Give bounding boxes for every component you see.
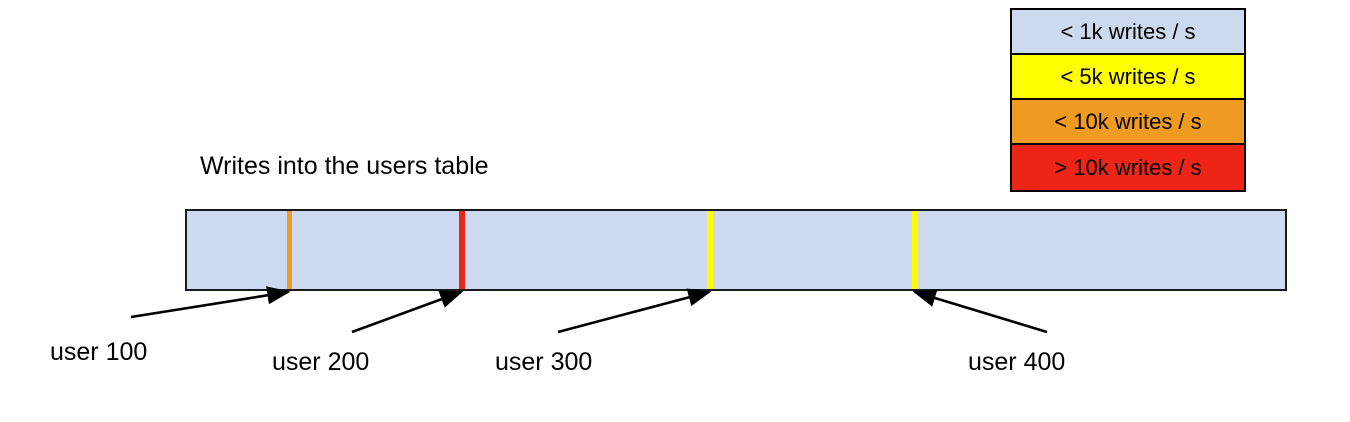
stripe-user-400 — [912, 211, 918, 289]
arrow-user-400 — [912, 289, 1048, 334]
label-user-200: user 200 — [272, 348, 370, 376]
legend-row-under-10k: < 10k writes / s — [1012, 100, 1244, 145]
legend-row-over-10k: > 10k writes / s — [1012, 145, 1244, 190]
users-table-bar — [185, 209, 1287, 291]
diagram-caption: Writes into the users table — [200, 152, 489, 180]
stripe-user-300 — [707, 211, 713, 289]
label-user-300: user 300 — [495, 348, 593, 376]
legend-row-under-5k: < 5k writes / s — [1012, 55, 1244, 100]
legend-row-under-1k: < 1k writes / s — [1012, 10, 1244, 55]
legend-label-under-1k: < 1k writes / s — [1060, 18, 1196, 44]
stripe-user-100 — [287, 211, 292, 289]
arrow-user-100 — [130, 286, 291, 319]
legend-label-over-10k: > 10k writes / s — [1054, 154, 1202, 180]
arrow-user-300 — [557, 288, 712, 334]
label-user-100: user 100 — [50, 338, 148, 366]
stripe-user-200 — [459, 211, 465, 289]
legend-label-under-10k: < 10k writes / s — [1054, 108, 1202, 134]
write-rate-legend: < 1k writes / s < 5k writes / s < 10k wr… — [1010, 8, 1246, 192]
label-user-400: user 400 — [968, 348, 1066, 376]
legend-label-under-5k: < 5k writes / s — [1060, 63, 1196, 89]
arrow-user-200 — [351, 290, 464, 334]
